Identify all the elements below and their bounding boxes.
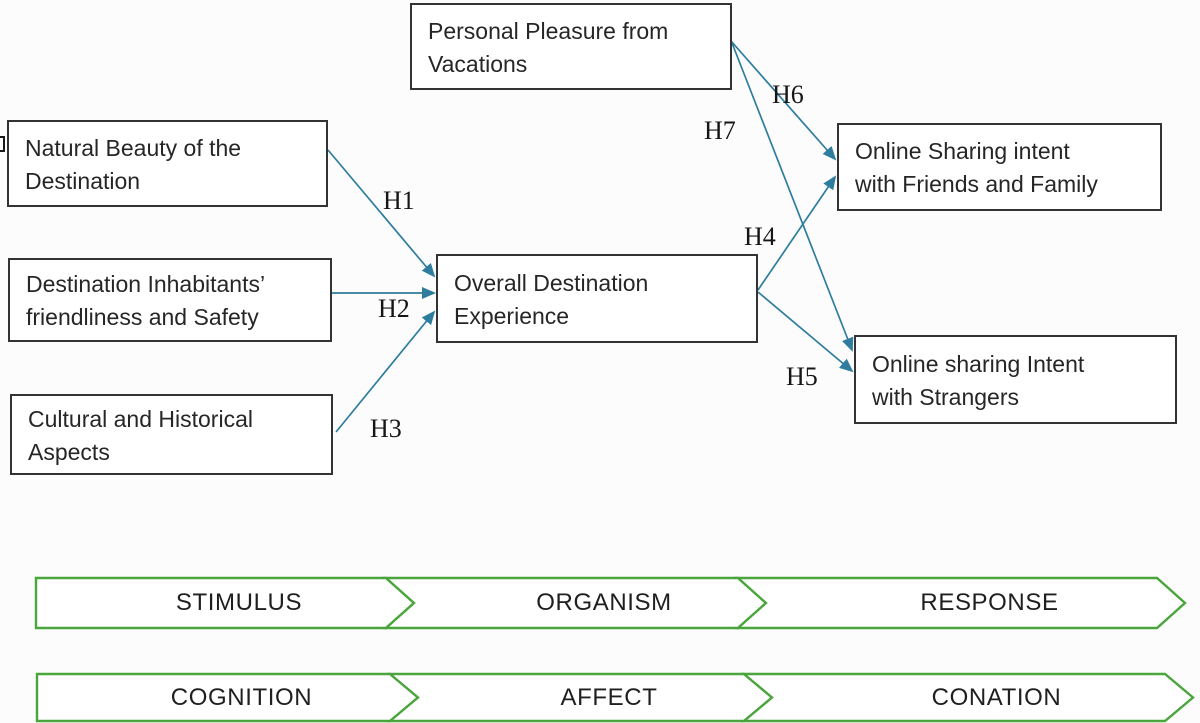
box-sharing-friends-family-line1: Online Sharing intent xyxy=(855,138,1070,164)
box-inhabitants-friendliness-line2: friendliness and Safety xyxy=(26,304,259,330)
chevron-segment-affect: AFFECT xyxy=(560,683,658,711)
box-inhabitants-friendliness-line1: Destination Inhabitants’ xyxy=(26,271,266,297)
box-sharing-strangers-line2: with Strangers xyxy=(872,383,1020,410)
box-sharing-friends-family-line2: with Friends and Family xyxy=(855,171,1098,197)
hypothesis-label-h2: H2 xyxy=(378,294,410,323)
hypothesis-label-h5: H5 xyxy=(786,362,818,391)
box-personal-pleasure: Personal Pleasure from Vacations xyxy=(410,3,732,90)
box-cultural-historical-line1: Cultural and Historical xyxy=(28,405,253,432)
box-natural-beauty: Natural Beauty of the Destination xyxy=(7,120,328,207)
box-sharing-friends-family: Online Sharing intent with Friends and F… xyxy=(837,123,1162,211)
chevron-segment-organism: ORGANISM xyxy=(536,589,672,616)
box-overall-experience-line2: Experience xyxy=(454,302,570,329)
box-overall-experience-line1: Overall Destination xyxy=(454,269,649,296)
process-bar-cognition xyxy=(35,672,1195,723)
arrows-layer xyxy=(327,40,854,433)
left-edge-artifact xyxy=(0,136,5,152)
box-personal-pleasure-line2: Vacations xyxy=(428,50,528,77)
hypothesis-label-h3: H3 xyxy=(370,414,402,443)
box-sharing-strangers: Online sharing Intent with Strangers xyxy=(854,335,1177,424)
box-sharing-strangers-line1: Online sharing Intent xyxy=(872,350,1085,377)
arrow-h1 xyxy=(327,149,436,278)
chevron-segment-cognition: COGNITION xyxy=(170,683,313,711)
arrow-h7 xyxy=(731,42,854,352)
arrow-h3 xyxy=(335,310,436,433)
hypothesis-label-h7: H7 xyxy=(704,116,736,145)
hypothesis-label-h6: H6 xyxy=(772,80,804,109)
chevron-segment-conation: CONATION xyxy=(931,683,1062,711)
box-natural-beauty-line1: Natural Beauty of the xyxy=(25,134,242,161)
chevron-segment-response: RESPONSE xyxy=(920,589,1059,616)
box-overall-experience: Overall Destination Experience xyxy=(436,254,758,343)
hypothesis-label-h1: H1 xyxy=(383,186,415,215)
hypothesis-label-h4: H4 xyxy=(744,222,776,251)
box-cultural-historical-line2: Aspects xyxy=(28,438,110,465)
box-cultural-historical: Cultural and Historical Aspects xyxy=(10,394,333,475)
box-natural-beauty-line2: Destination xyxy=(25,167,141,194)
chevron-segment-stimulus: STIMULUS xyxy=(175,589,303,616)
chevron-shape-conation xyxy=(740,672,1195,723)
box-inhabitants-friendliness: Destination Inhabitants’ friendliness an… xyxy=(8,258,332,342)
chevron-shape-response xyxy=(734,576,1187,630)
arrow-h4 xyxy=(757,175,837,291)
arrow-h6 xyxy=(730,40,837,161)
process-bar-sor xyxy=(34,576,1187,630)
arrow-h5 xyxy=(757,291,854,373)
box-personal-pleasure-line1: Personal Pleasure from xyxy=(428,17,669,44)
